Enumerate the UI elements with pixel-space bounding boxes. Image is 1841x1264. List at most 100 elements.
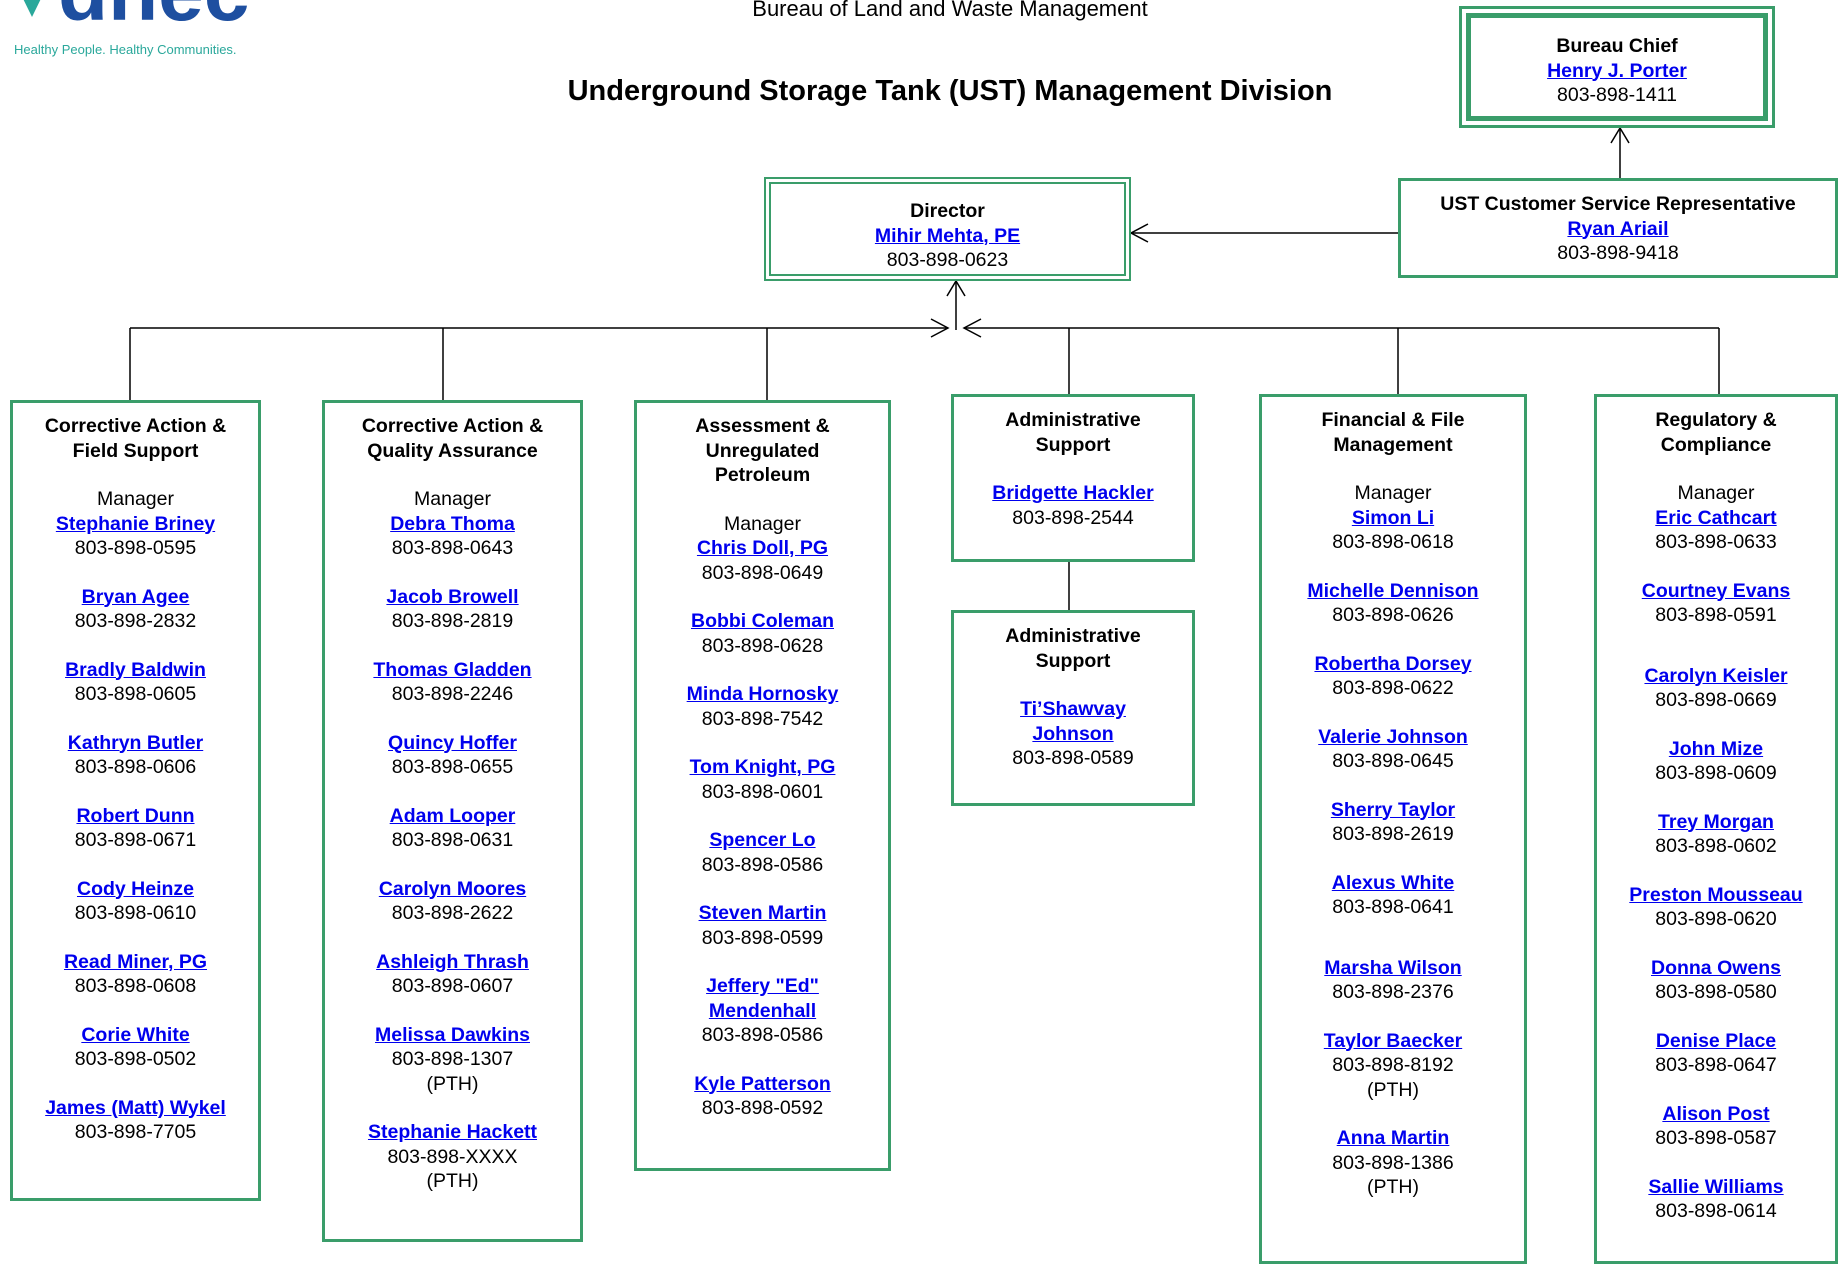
staff-phone: 803-898-2376 bbox=[1332, 981, 1454, 1003]
staff-name-link[interactable]: Trey Morgan bbox=[1658, 810, 1774, 833]
staff-name-link[interactable]: John Mize bbox=[1668, 737, 1764, 760]
staff-phone: 803-898-0671 bbox=[74, 829, 197, 851]
staff-name-link[interactable]: Kyle Patterson bbox=[694, 1072, 831, 1095]
svg-text:dhec: dhec bbox=[58, 0, 249, 32]
director-name-link[interactable]: Mihir Mehta, PE bbox=[874, 224, 1021, 247]
staff-name-link[interactable]: Debra Thoma bbox=[390, 512, 515, 535]
pth-note: (PTH) bbox=[1367, 1176, 1419, 1198]
manager-label: Manager bbox=[1677, 482, 1755, 504]
staff-name-link[interactable]: Ashleigh Thrash bbox=[376, 950, 529, 973]
staff-phone: 803-898-2619 bbox=[1332, 823, 1454, 845]
staff-name-link[interactable]: Jacob Browell bbox=[386, 585, 519, 608]
staff-name-link[interactable]: Sherry Taylor bbox=[1330, 798, 1456, 821]
admin-name-link[interactable]: Bridgette Hackler bbox=[992, 482, 1154, 504]
staff-name-link[interactable]: Spencer Lo bbox=[709, 829, 816, 851]
staff-phone: 803-898-2832 bbox=[74, 610, 197, 632]
bureau-chief-name-link[interactable]: Henry J. Porter bbox=[1547, 59, 1687, 82]
admin-support-box-2: Administrative Support Ti’Shawvay Johnso… bbox=[951, 610, 1195, 806]
admin-title-line: Administrative bbox=[1005, 625, 1141, 647]
staff-name-link[interactable]: Carolyn Keisler bbox=[1644, 664, 1788, 687]
staff-name-link[interactable]: Preston Mousseau bbox=[1629, 883, 1803, 906]
staff-name-link[interactable]: Taylor Baecker bbox=[1323, 1029, 1463, 1052]
staff-name-link[interactable]: Robertha Dorsey bbox=[1314, 652, 1472, 675]
column-corrective-action-quality-assurance: Corrective Action & Quality Assurance Ma… bbox=[322, 400, 583, 1242]
admin-name-link[interactable]: Ti’Shawvay bbox=[1020, 698, 1126, 720]
staff-name-link[interactable]: Bradly Baldwin bbox=[65, 658, 206, 681]
staff-phone: 803-898-0655 bbox=[391, 756, 514, 778]
staff-phone: 803-898-0669 bbox=[1655, 689, 1777, 711]
staff-name-link[interactable]: Carolyn Moores bbox=[378, 877, 527, 900]
staff-phone: 803-898-1386 bbox=[1332, 1151, 1454, 1174]
staff-name-link[interactable]: Melissa Dawkins bbox=[375, 1023, 530, 1046]
staff-name-link[interactable]: Kathryn Butler bbox=[67, 731, 204, 754]
staff-name-link[interactable]: Eric Cathcart bbox=[1655, 506, 1777, 529]
column-title-line: Field Support bbox=[72, 439, 199, 462]
column-title-line: Financial & File bbox=[1321, 409, 1465, 431]
staff-name-link[interactable]: Anna Martin bbox=[1336, 1127, 1450, 1149]
column-title-line: Petroleum bbox=[714, 464, 811, 486]
staff-name-link[interactable]: Quincy Hoffer bbox=[388, 731, 517, 754]
staff-name-link[interactable]: Simon Li bbox=[1351, 506, 1435, 529]
staff-name-link[interactable]: Alexus White bbox=[1331, 871, 1455, 894]
bureau-chief-phone: 803-898-1411 bbox=[1557, 84, 1677, 106]
staff-phone: 803-898-0628 bbox=[701, 634, 824, 657]
staff-name-link[interactable]: Chris Doll, PG bbox=[696, 537, 829, 559]
admin-title-line: Support bbox=[1035, 649, 1111, 672]
staff-name-link[interactable]: Stephanie Hackett bbox=[367, 1121, 538, 1143]
admin-support-box-1: Administrative Support Bridgette Hackler… bbox=[951, 394, 1195, 562]
admin-name-link[interactable]: Johnson bbox=[1032, 722, 1114, 745]
column-assessment-unregulated-petroleum: Assessment & Unregulated Petroleum Manag… bbox=[634, 400, 891, 1171]
staff-name-link[interactable]: Sallie Williams bbox=[1648, 1175, 1784, 1198]
csr-phone: 803-898-9418 bbox=[1557, 242, 1679, 264]
staff-name-link[interactable]: Alison Post bbox=[1662, 1102, 1770, 1125]
staff-name-link[interactable]: Corie White bbox=[81, 1023, 190, 1046]
staff-phone: 803-898-XXXX bbox=[387, 1145, 518, 1168]
staff-name-link[interactable]: James (Matt) Wykel bbox=[45, 1096, 226, 1119]
staff-name-link[interactable]: Adam Looper bbox=[389, 804, 516, 827]
csr-name-link[interactable]: Ryan Ariail bbox=[1567, 217, 1669, 240]
staff-name-link[interactable]: Jeffery "Ed" Mendenhall bbox=[706, 975, 819, 1022]
staff-name-link[interactable]: Stephanie Briney bbox=[55, 512, 216, 535]
staff-name-link[interactable]: Thomas Gladden bbox=[373, 658, 532, 681]
staff-name-link[interactable]: Read Miner, PG bbox=[63, 950, 208, 973]
staff-name-link[interactable]: Minda Hornosky bbox=[686, 683, 839, 705]
staff-name-link[interactable]: Robert Dunn bbox=[76, 804, 195, 827]
column-title-line: Quality Assurance bbox=[367, 439, 538, 462]
staff-name-link[interactable]: Denise Place bbox=[1655, 1029, 1777, 1052]
staff-name-link[interactable]: Steven Martin bbox=[698, 902, 827, 924]
column-title-line: Corrective Action & bbox=[361, 415, 544, 437]
staff-name-link[interactable]: Bryan Agee bbox=[81, 585, 190, 608]
staff-name-link[interactable]: Tom Knight, PG bbox=[689, 756, 836, 778]
staff-phone: 803-898-0599 bbox=[701, 926, 824, 949]
staff-name-link[interactable]: Cody Heinze bbox=[76, 877, 195, 900]
bureau-name: Bureau of Land and Waste Management bbox=[752, 0, 1148, 21]
staff-phone: 803-898-0601 bbox=[701, 780, 824, 803]
staff-phone: 803-898-0605 bbox=[74, 683, 197, 705]
staff-name-link[interactable]: Valerie Johnson bbox=[1318, 725, 1468, 748]
staff-name-link[interactable]: Michelle Dennison bbox=[1307, 579, 1479, 602]
staff-name-link[interactable]: Bobbi Coleman bbox=[690, 610, 834, 632]
manager-label: Manager bbox=[97, 488, 174, 510]
staff-name-link[interactable]: Marsha Wilson bbox=[1324, 956, 1462, 979]
staff-name-link[interactable]: Courtney Evans bbox=[1641, 579, 1791, 602]
staff-phone: 803-898-0649 bbox=[701, 561, 824, 584]
pth-note: (PTH) bbox=[426, 1072, 479, 1095]
staff-name-link[interactable]: Donna Owens bbox=[1650, 956, 1782, 979]
